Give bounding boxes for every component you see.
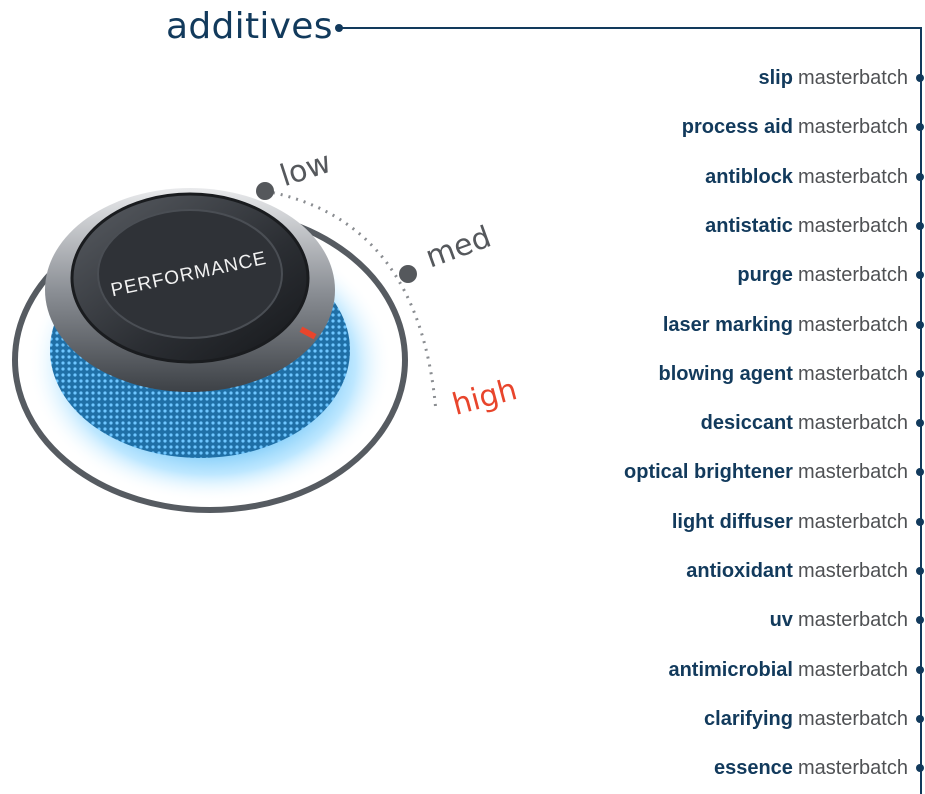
additive-type: masterbatch (797, 313, 908, 336)
additive-name: process aid (681, 116, 793, 139)
additive-name: clarifying (704, 707, 793, 730)
timeline-dot (916, 172, 924, 181)
additive-type: masterbatch (797, 362, 908, 385)
additive-type: masterbatch (797, 707, 908, 730)
additive-name: desiccant (700, 412, 793, 435)
knob-graphic: PERFORMANCE (12, 182, 438, 513)
additive-name: optical brightener (624, 461, 793, 484)
indicator-mark (299, 326, 317, 340)
additive-name: light diffuser (671, 510, 793, 533)
additive-type: masterbatch (797, 264, 908, 287)
timeline-dot (916, 419, 924, 428)
additive-name: essence (713, 757, 793, 780)
additive-type: masterbatch (797, 510, 908, 533)
additive-type: masterbatch (797, 609, 908, 632)
additive-name: antimicrobial (668, 658, 793, 681)
timeline-dot (916, 123, 924, 132)
additive-type: masterbatch (797, 116, 908, 139)
timeline-dot (916, 616, 924, 625)
additive-name: antioxidant (686, 560, 793, 582)
low-dot (256, 182, 274, 200)
timeline-dot (916, 665, 924, 674)
timeline-dot (916, 517, 924, 526)
additive-type: masterbatch (797, 214, 908, 237)
additive-name: laser marking (662, 313, 793, 336)
additive-type: masterbatch (797, 412, 908, 435)
additive-type: masterbatch (797, 67, 908, 89)
additive-name: antiblock (705, 165, 793, 188)
page-title: additives (166, 6, 333, 47)
timeline-dot (916, 74, 924, 82)
timeline-dot (916, 714, 924, 723)
med-dot (399, 265, 417, 283)
timeline-rule (920, 27, 922, 794)
timeline-dot (916, 468, 924, 477)
additive-name: antistatic (705, 214, 793, 237)
timeline-dot (916, 567, 924, 575)
additive-name: uv (769, 609, 793, 632)
header-rule (338, 27, 921, 29)
additive-name: purge (737, 264, 793, 287)
timeline-dot (916, 271, 924, 280)
additive-type: masterbatch (797, 165, 908, 188)
timeline-dot (916, 764, 924, 773)
performance-knob-illustration: PERFORMANCE low med high (0, 145, 560, 550)
timeline-dot (916, 369, 924, 378)
additive-name: slip (758, 67, 793, 89)
additive-type: masterbatch (797, 658, 908, 681)
additive-type: masterbatch (797, 560, 908, 582)
timeline-dot (916, 320, 924, 329)
additive-type: masterbatch (797, 461, 908, 484)
additive-type: masterbatch (797, 757, 908, 780)
timeline-dot (916, 221, 924, 230)
additive-name: blowing agent (658, 362, 793, 385)
